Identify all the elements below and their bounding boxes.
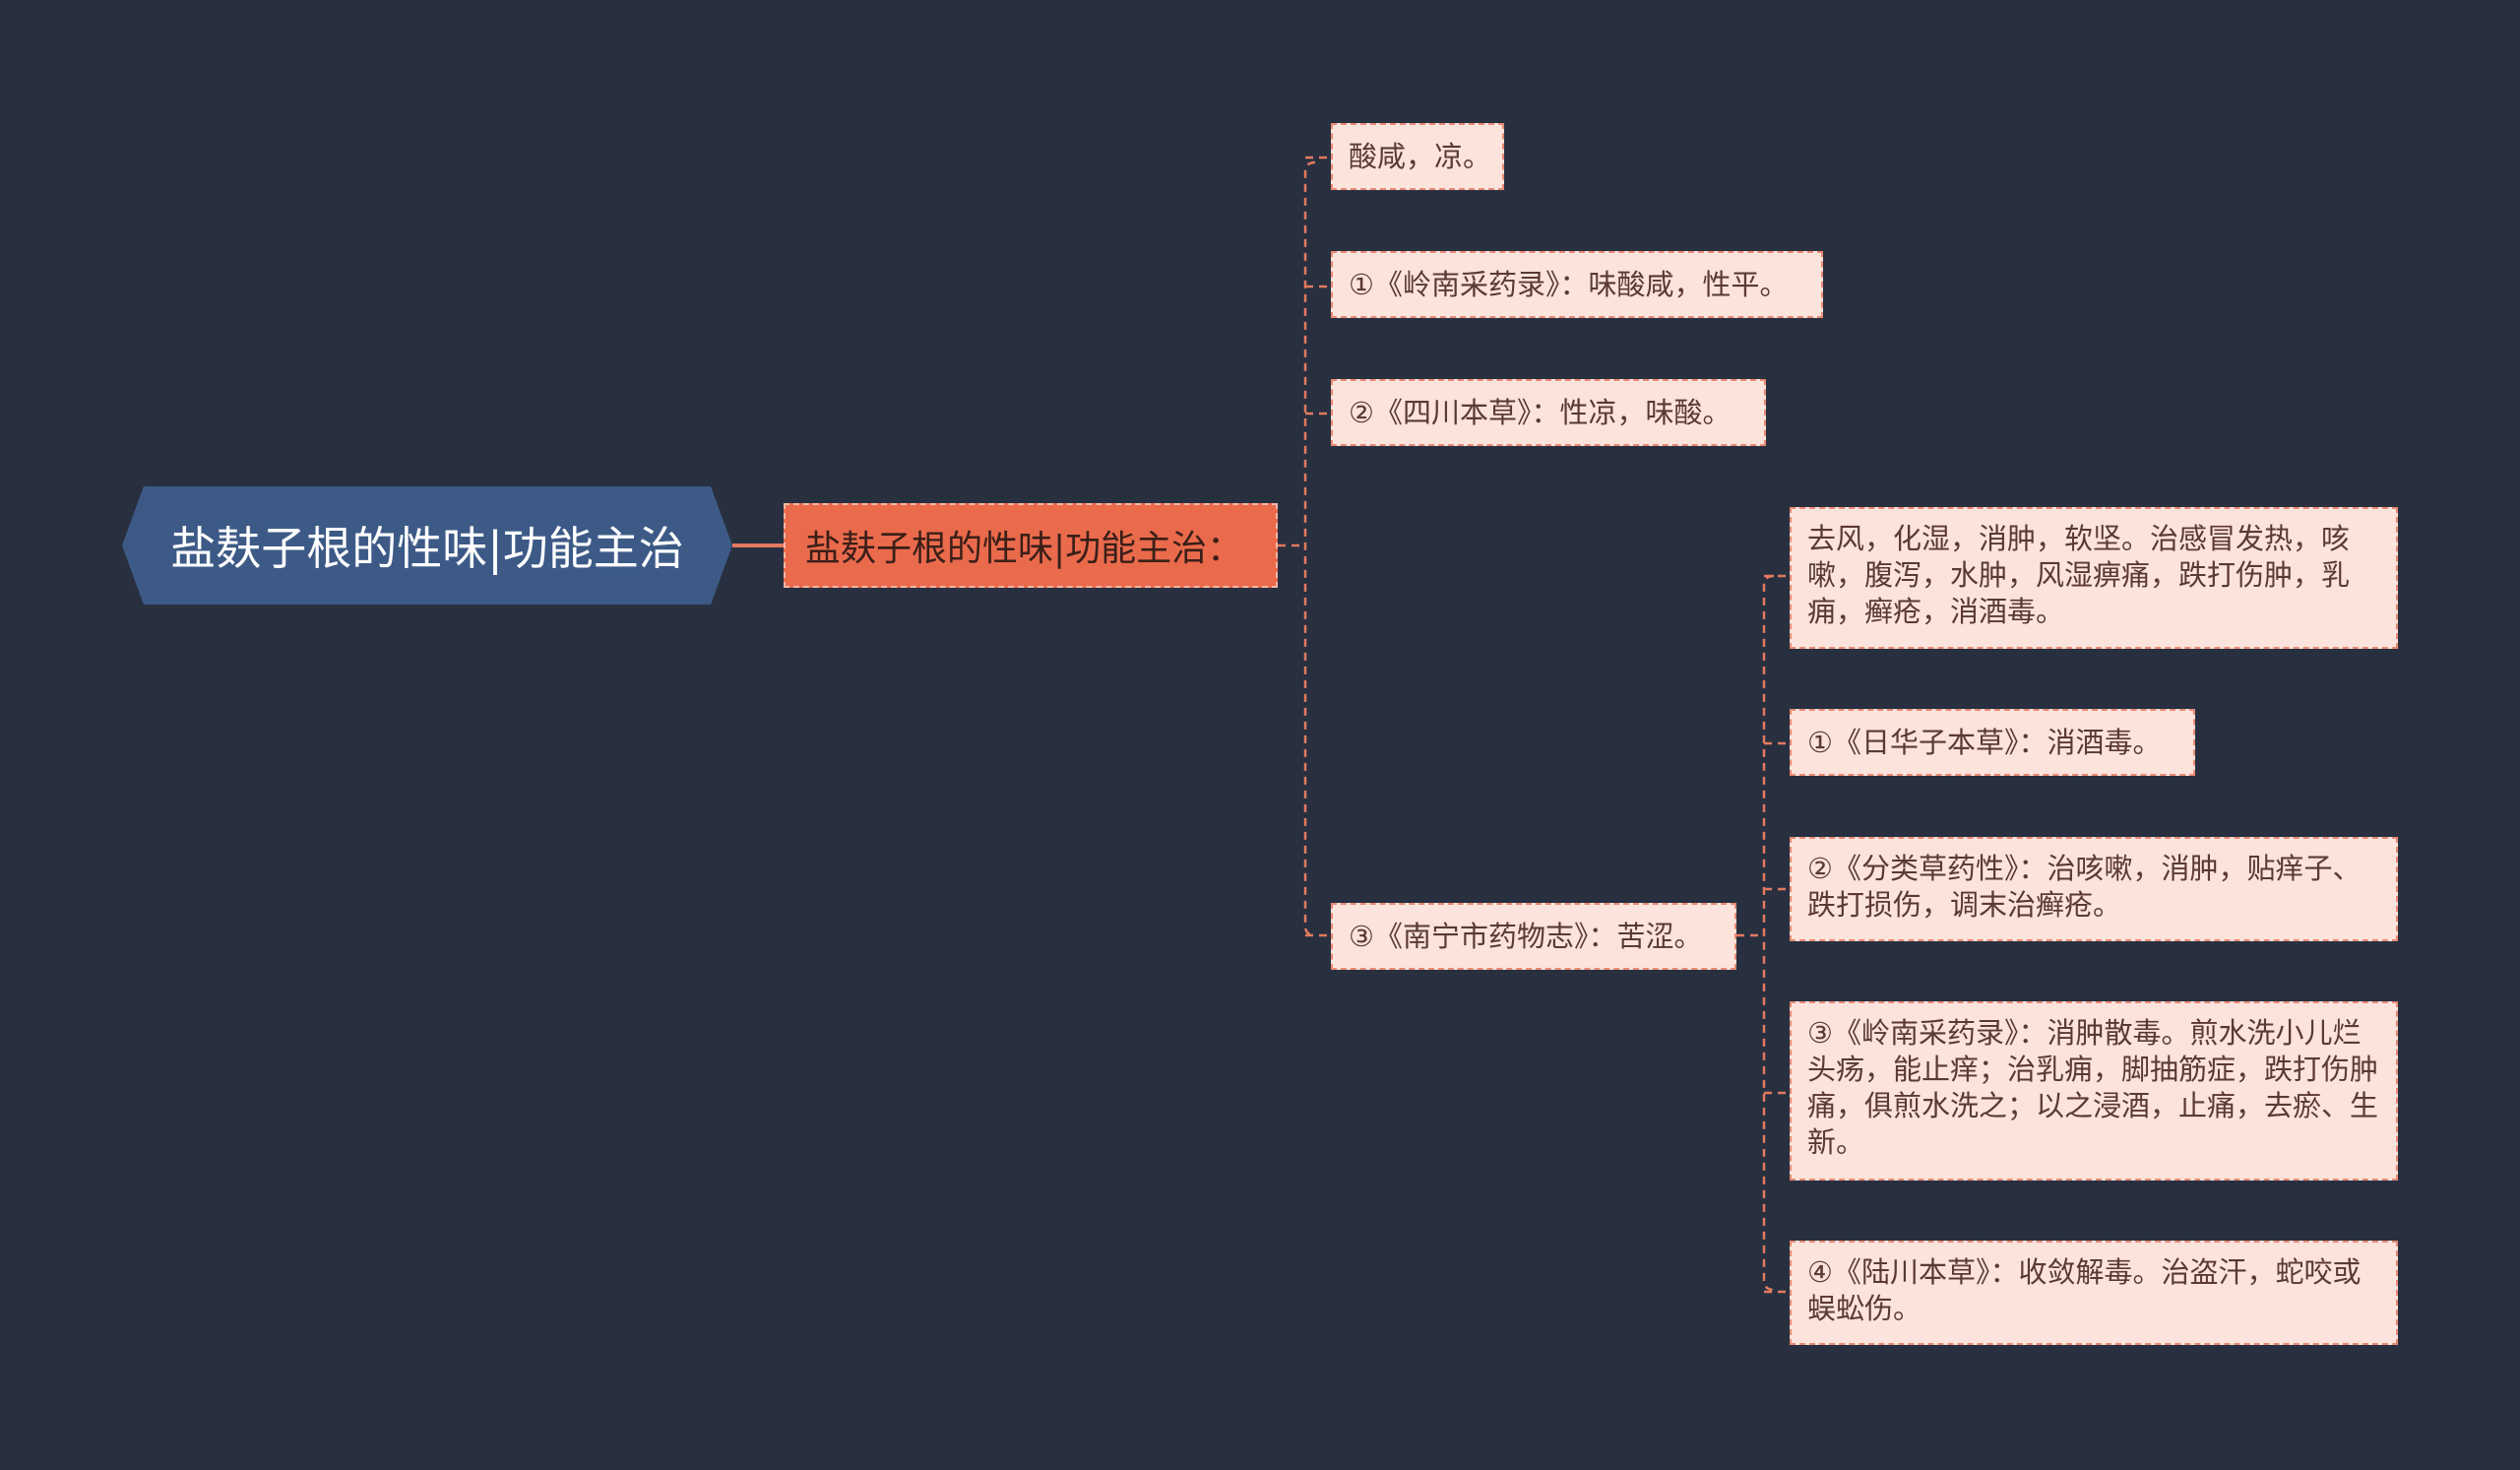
- node-4-text: ③《南宁市药物志》：苦涩。: [1349, 919, 1703, 953]
- sub-node-3-text: ②《分类草药性》：治咳嗽，消肿，贴痒子、跌打损伤，调末治癣疮。: [1807, 852, 2362, 922]
- root-node-label: 盐麸子根的性味|功能主治: [170, 522, 684, 575]
- sub-node-5-text: ④《陆川本草》：收敛解毒。治盗汗，蛇咬或蜈蚣伤。: [1807, 1255, 2362, 1325]
- sub-node-1-text: 去风，化湿，消肿，软坚。治感冒发热，咳嗽，腹泻，水肿，风湿痹痛，跌打伤肿，乳痈，…: [1807, 522, 2351, 628]
- node-1[interactable]: 酸咸，凉。: [1331, 123, 1504, 190]
- sub-node-4[interactable]: ③《岭南采药录》：消肿散毒。煎水洗小儿烂头疡，能止痒；治乳痈，脚抽筋症，跌打伤肿…: [1790, 1001, 2398, 1181]
- root-node[interactable]: 盐麸子根的性味|功能主治: [122, 486, 732, 605]
- sub-node-5[interactable]: ④《陆川本草》：收敛解毒。治盗汗，蛇咬或蜈蚣伤。: [1790, 1241, 2398, 1345]
- first-level-spine: [1303, 160, 1316, 937]
- sub-node-4-text: ③《岭南采药录》：消肿散毒。煎水洗小儿烂头疡，能止痒；治乳痈，脚抽筋症，跌打伤肿…: [1807, 1016, 2379, 1159]
- node-4[interactable]: ③《南宁市药物志》：苦涩。: [1331, 903, 1736, 970]
- node-3-text: ②《四川本草》：性凉，味酸。: [1349, 395, 1732, 429]
- branch-node-label: 盐麸子根的性味|功能主治：: [805, 529, 1243, 569]
- node-1-text: 酸咸，凉。: [1349, 139, 1492, 173]
- sub-node-2-text: ①《日华子本草》：消酒毒。: [1807, 725, 2162, 759]
- node-2-text: ①《岭南采药录》：味酸咸，性平。: [1349, 267, 1789, 301]
- branch-node[interactable]: 盐麸子根的性味|功能主治：: [784, 503, 1278, 588]
- sub-node-1[interactable]: 去风，化湿，消肿，软坚。治感冒发热，咳嗽，腹泻，水肿，风湿痹痛，跌打伤肿，乳痈，…: [1790, 507, 2398, 649]
- node-2[interactable]: ①《岭南采药录》：味酸咸，性平。: [1331, 251, 1823, 318]
- node-3[interactable]: ②《四川本草》：性凉，味酸。: [1331, 379, 1766, 446]
- sub-node-3[interactable]: ②《分类草药性》：治咳嗽，消肿，贴痒子、跌打损伤，调末治癣疮。: [1790, 837, 2398, 941]
- second-level-spine: [1762, 574, 1775, 1292]
- sub-node-2[interactable]: ①《日华子本草》：消酒毒。: [1790, 709, 2195, 776]
